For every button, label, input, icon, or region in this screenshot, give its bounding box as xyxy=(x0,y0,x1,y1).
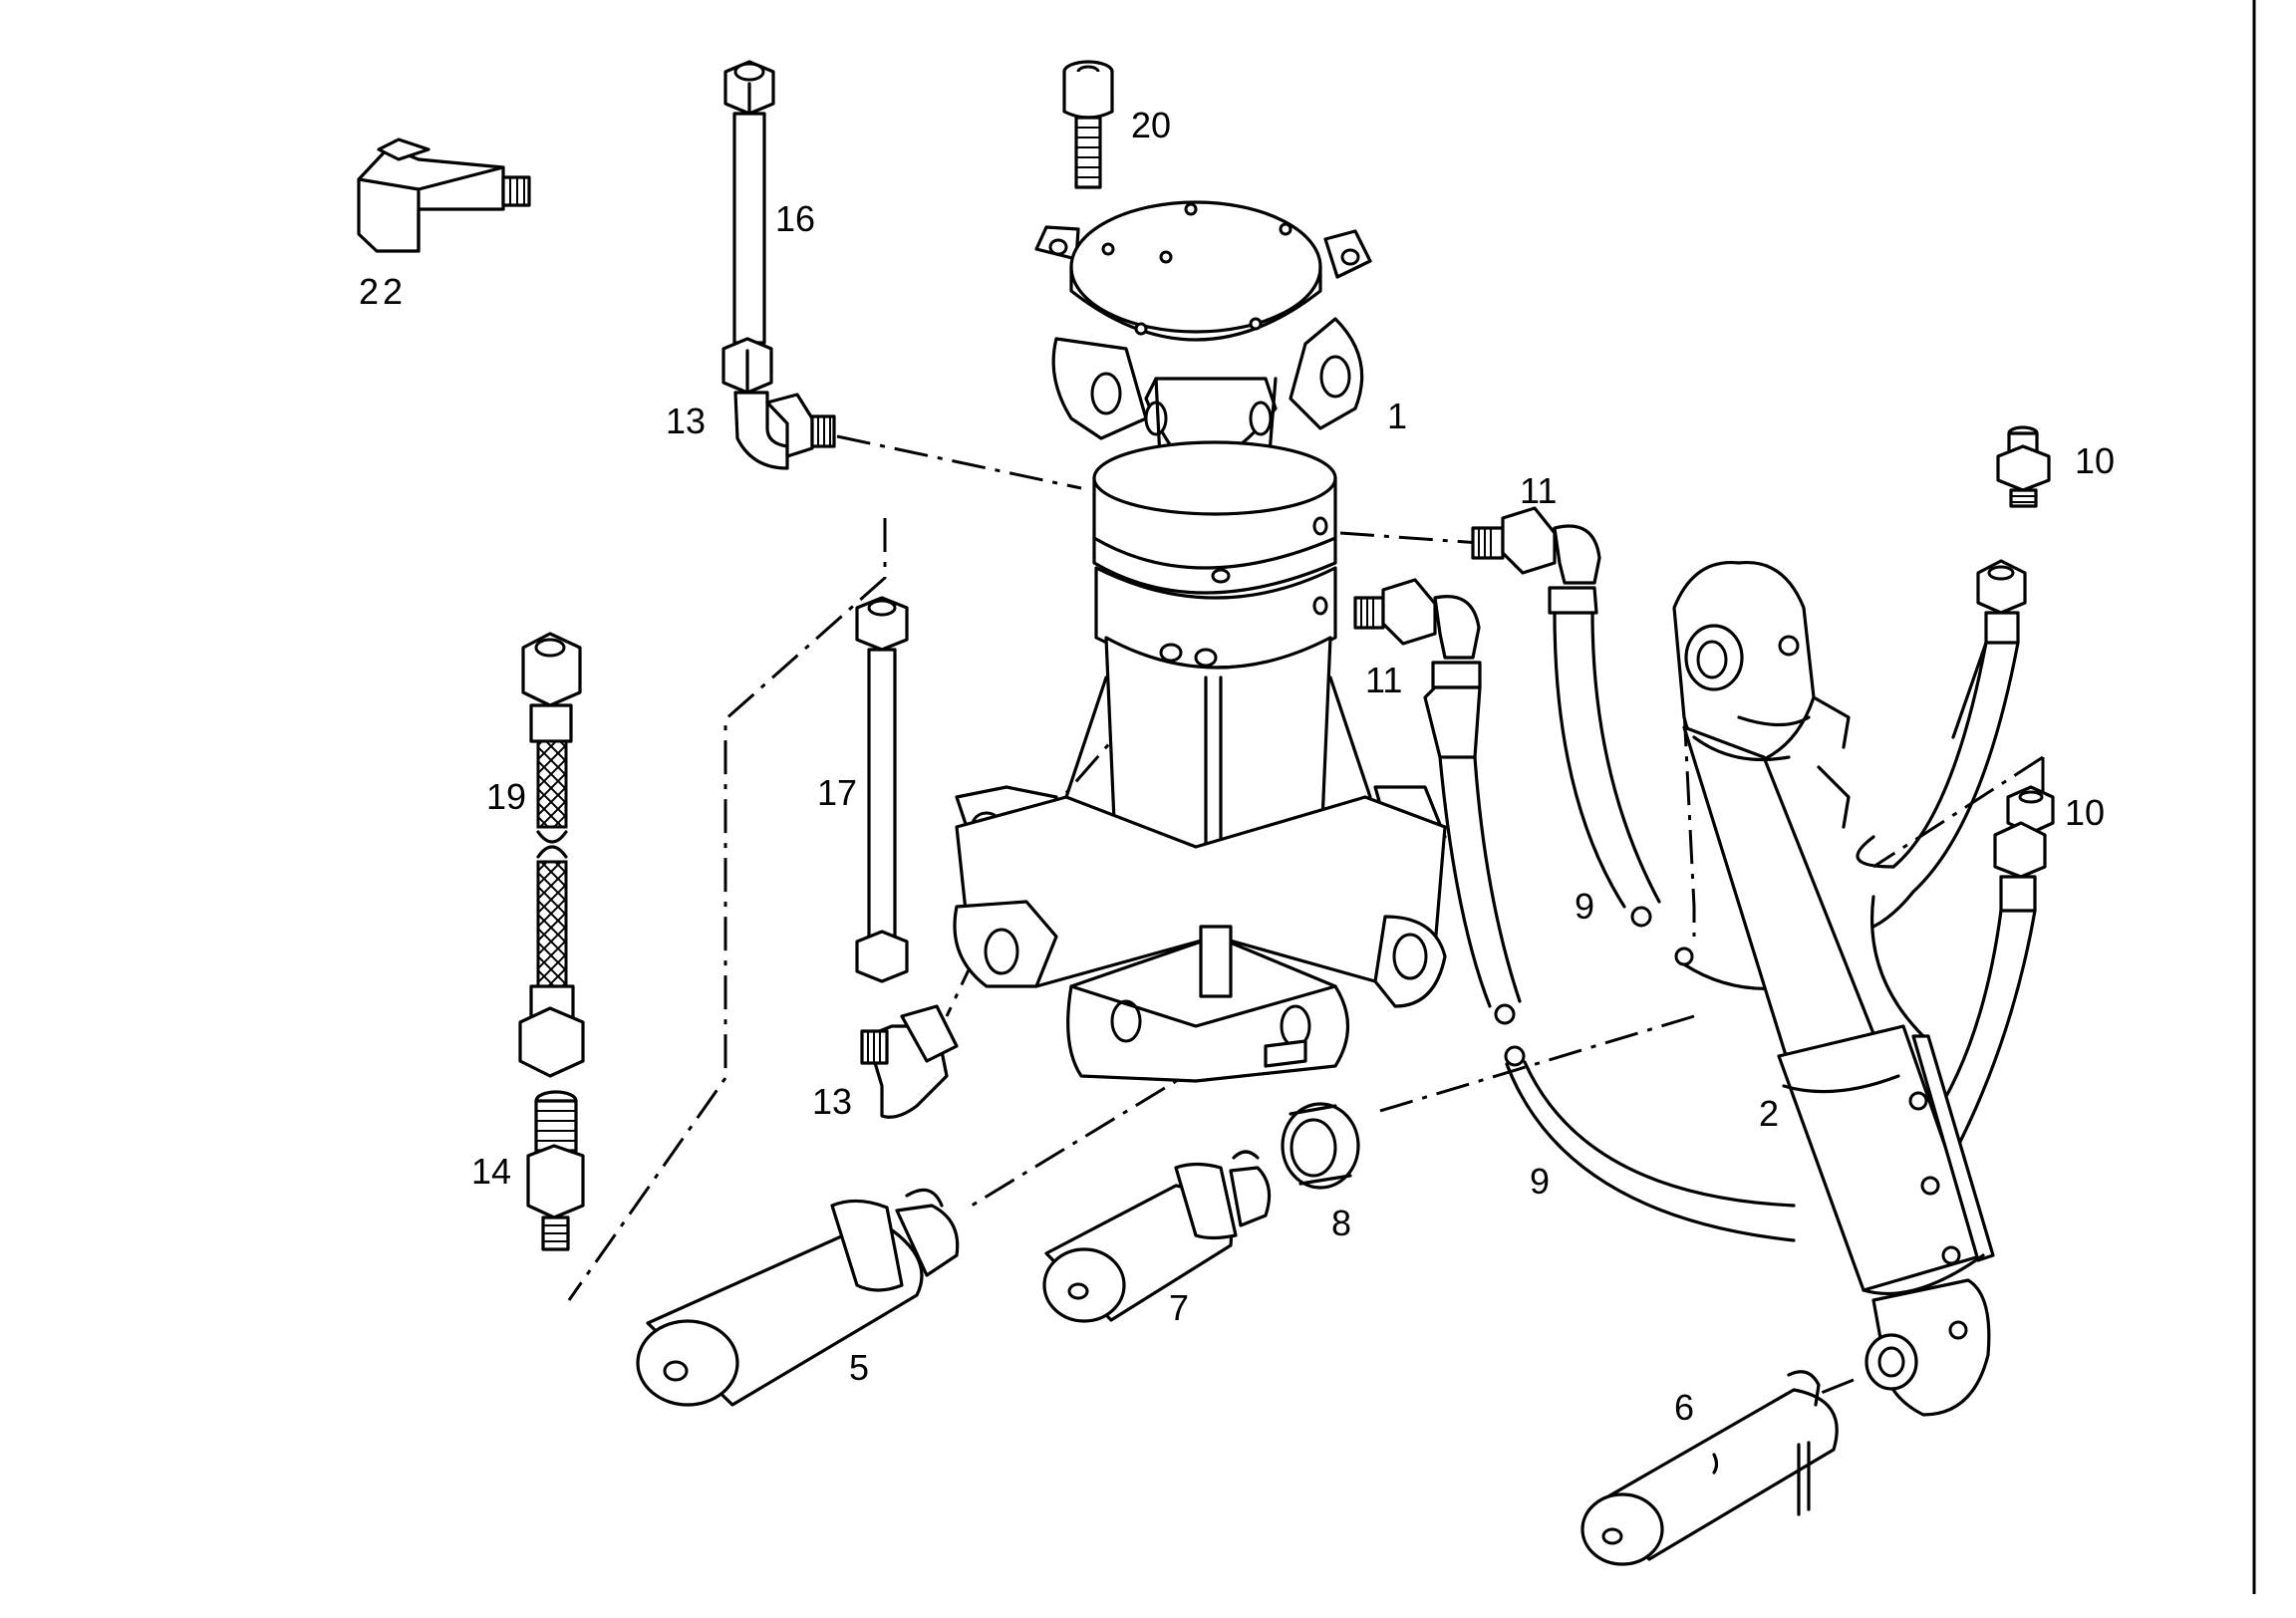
part-14-adapter xyxy=(526,1090,585,1251)
part-10-hose-assemblies xyxy=(1856,559,2055,1148)
part-20-cap-screw xyxy=(1062,60,1114,189)
label-part-6: 6 xyxy=(1674,1387,1694,1428)
part-2-hydraulic-cylinder xyxy=(1672,560,1995,1417)
part-1-pedestal-housing xyxy=(953,200,1447,1083)
part-9-hose-lower xyxy=(1423,661,1796,1242)
label-part-1: 1 xyxy=(1387,396,1407,436)
label-part-10-upper: 10 xyxy=(2075,440,2115,481)
part-5-pin xyxy=(636,1188,960,1407)
label-part-17: 17 xyxy=(817,772,857,813)
part-13-elbow-fitting-lower xyxy=(860,1004,959,1119)
label-part-13-lower: 13 xyxy=(812,1081,852,1122)
label-part-13-top: 13 xyxy=(666,401,706,441)
part-9-hose-upper xyxy=(1548,586,1661,928)
label-part-14: 14 xyxy=(471,1151,511,1192)
part-16-rigid-pipe xyxy=(721,60,775,395)
part-13-elbow-fitting-top xyxy=(733,391,836,470)
part-11-elbow-fitting-right xyxy=(1471,506,1601,585)
part-labels: 1 2 5 6 7 8 9 9 10 10 11 11 13 13 14 16 … xyxy=(359,105,2115,1428)
label-part-9-lower: 9 xyxy=(1530,1161,1550,1202)
label-part-9-upper: 9 xyxy=(1575,886,1594,927)
label-part-22: 22 xyxy=(359,271,407,312)
part-10-fitting-upper xyxy=(1996,425,2051,508)
label-part-7: 7 xyxy=(1169,1287,1189,1328)
label-part-19: 19 xyxy=(486,776,526,817)
part-7-pin xyxy=(1042,1150,1272,1323)
part-8-bushing-ring xyxy=(1281,1102,1360,1190)
part-17-rigid-pipe xyxy=(855,596,909,983)
part-22-elbow-block xyxy=(357,137,531,253)
label-part-5: 5 xyxy=(849,1347,869,1388)
label-part-16: 16 xyxy=(775,198,815,239)
label-part-8: 8 xyxy=(1331,1203,1351,1243)
label-part-10-lower: 10 xyxy=(2065,792,2105,833)
part-6-pin xyxy=(1580,1370,1839,1566)
label-part-20: 20 xyxy=(1131,105,1171,145)
part-19-braided-hose xyxy=(518,632,585,1078)
part-11-elbow-fitting-left xyxy=(1353,578,1481,660)
label-part-2: 2 xyxy=(1759,1093,1779,1134)
label-part-11-right: 11 xyxy=(1520,470,1557,511)
label-part-11-left: 11 xyxy=(1365,660,1402,700)
